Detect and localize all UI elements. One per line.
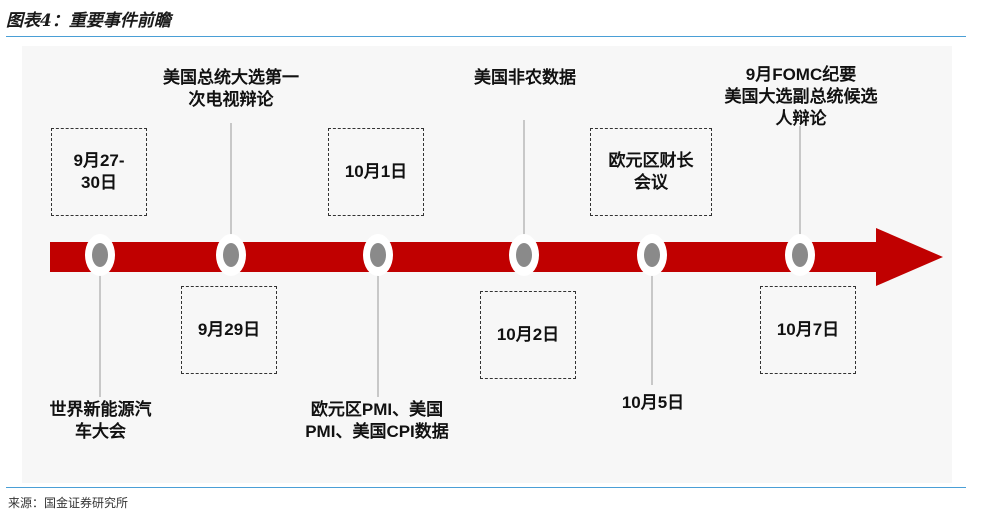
event-label-e6: 9月FOMC纪要 美国大选副总统候选 人辩论 [724, 65, 878, 128]
timeline-node-e5 [637, 234, 667, 276]
event-label-e2: 美国总统大选第一 次电视辩论 [163, 68, 299, 109]
timeline-node-e4 [509, 234, 539, 276]
stem-e1 [99, 272, 101, 397]
timeline-node-e3 [363, 234, 393, 276]
event-label-e4: 美国非农数据 [474, 68, 576, 87]
date-box-e3: 10月1日 [328, 128, 424, 216]
date-box-e5: 欧元区财长 会议 [590, 128, 712, 216]
footer-divider [6, 487, 966, 488]
stem-e6 [799, 126, 801, 235]
date-box-e6: 10月7日 [760, 286, 856, 374]
date-box-e2: 9月29日 [181, 286, 277, 374]
timeline-node-e1 [85, 234, 115, 276]
source-note: 来源：国金证券研究所 [8, 496, 129, 510]
stem-e4 [523, 120, 525, 235]
stem-e3 [377, 272, 379, 397]
event-label-e3: 欧元区PMI、美国 PMI、美国CPI数据 [305, 400, 449, 441]
timeline-node-e6 [785, 234, 815, 276]
date-box-e4: 10月2日 [480, 291, 576, 379]
stem-e5 [651, 272, 653, 385]
event-label-e1: 世界新能源汽 车大会 [49, 400, 152, 441]
timeline-node-e2 [216, 234, 246, 276]
page-title: 图表4：重要事件前瞻 [6, 6, 966, 37]
date-box-e1: 9月27- 30日 [51, 128, 147, 216]
timeline-arrow [50, 228, 943, 286]
event-label-e5: 10月5日 [621, 393, 685, 412]
stem-e2 [230, 123, 232, 235]
